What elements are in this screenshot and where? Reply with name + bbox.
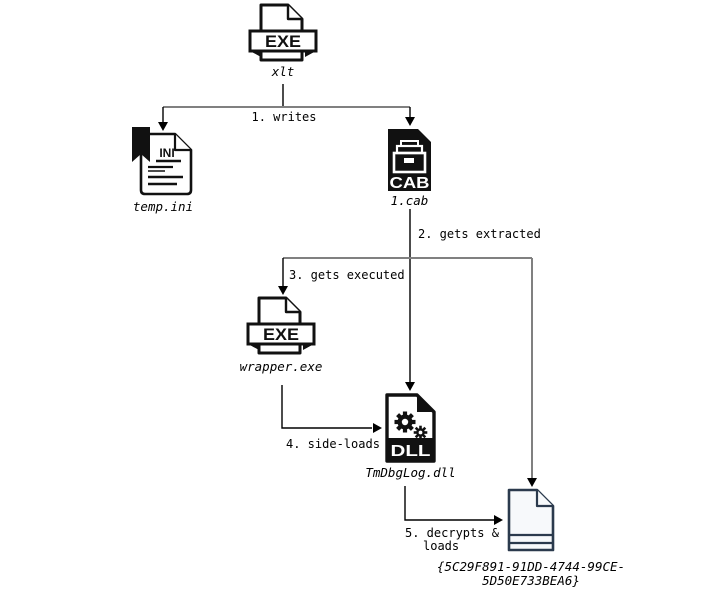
exe-file-icon: EXE <box>248 3 318 62</box>
edge-label-writes: 1. writes <box>251 110 317 124</box>
edge-3-gets-executed <box>278 258 288 295</box>
edge-label-gets-extracted: 2. gets extracted <box>418 227 541 241</box>
payload-guid-line1: {5C29F891-91DD-4744-99CE- <box>436 559 626 574</box>
bookmark-ribbon <box>132 127 150 162</box>
edge-1-writes <box>158 84 415 131</box>
edge-2-gets-extracted <box>283 209 537 487</box>
file-label-temp-ini: temp.ini <box>132 199 194 214</box>
node-xlt: EXE xlt <box>248 3 318 79</box>
file-label-payload: {5C29F891-91DD-4744-99CE- 5D50E733BEA6} <box>437 560 625 588</box>
node-dll: DLL TmDbgLog.dll <box>365 392 456 480</box>
exe-badge-text: EXE <box>263 325 299 344</box>
arrowhead-to-wrapper <box>278 286 288 295</box>
ini-file-icon: INI <box>132 127 193 196</box>
node-wrapper-exe: EXE wrapper.exe <box>240 296 322 374</box>
blank-file-icon <box>507 488 555 552</box>
edge-label-side-loads: 4. side-loads <box>286 437 380 451</box>
file-label-xlt: xlt <box>271 64 295 79</box>
dll-gears-file-icon: DLL <box>385 393 436 463</box>
decrypts-line2: loads <box>423 539 460 553</box>
gears-icon <box>394 411 428 440</box>
file-label-cab: 1.cab <box>390 193 429 208</box>
exe-file-icon: EXE <box>246 296 316 355</box>
dll-badge-text: DLL <box>391 443 431 460</box>
arrowhead-to-cab <box>405 117 415 126</box>
arrowhead-to-dll-top <box>405 382 415 391</box>
cab-archive-file-icon: CAB <box>388 129 431 192</box>
payload-guid-line2: 5D50E733BEA6} <box>482 573 580 588</box>
edge-label-gets-executed: 3. gets executed <box>289 268 405 282</box>
arrowhead-to-temp-ini <box>158 122 168 131</box>
node-temp-ini: INI temp.ini <box>131 126 195 214</box>
file-label-wrapper-exe: wrapper.exe <box>239 359 323 374</box>
node-payload: {5C29F891-91DD-4744-99CE- 5D50E733BEA6} <box>437 488 625 588</box>
arrowhead-to-payload-top <box>527 478 537 487</box>
edge-label-decrypts-loads: 5. decrypts & loads <box>405 527 499 553</box>
edge-4-side-loads <box>281 385 382 433</box>
edge-5-decrypts-loads <box>404 486 503 525</box>
ini-badge-text: INI <box>159 146 174 160</box>
arrowhead-to-dll-left <box>373 423 382 433</box>
cab-badge-text: CAB <box>390 175 430 192</box>
file-label-dll: TmDbgLog.dll <box>365 465 456 480</box>
arrowhead-to-payload-left <box>494 515 503 525</box>
decrypts-line1: 5. decrypts & <box>405 526 499 540</box>
node-cab: CAB 1.cab <box>386 127 433 208</box>
exe-badge-text: EXE <box>265 32 301 51</box>
